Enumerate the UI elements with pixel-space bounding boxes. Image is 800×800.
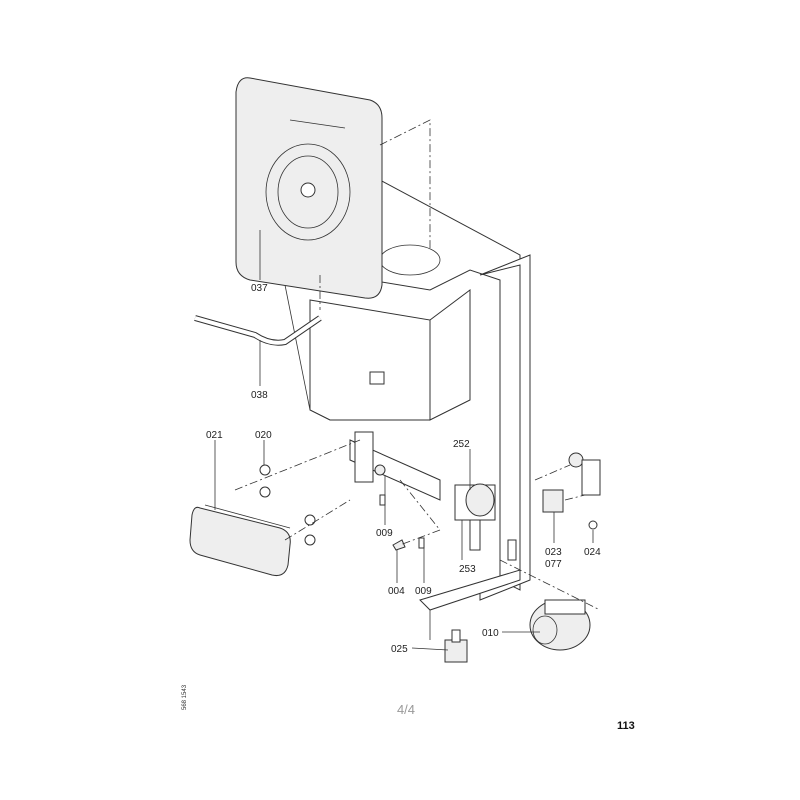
- label-024: 024: [584, 547, 601, 558]
- assembly-lines: [234, 119, 601, 611]
- boiler-frame: [278, 179, 531, 640]
- fan-010: [529, 599, 591, 651]
- pressure-switch-023: [542, 489, 564, 513]
- label-077: 077: [545, 559, 562, 570]
- label-021: 021: [206, 430, 223, 441]
- label-038: 038: [251, 390, 268, 401]
- drawing-number: 568 1543: [182, 684, 188, 710]
- gas-valve-assembly: [349, 431, 496, 551]
- siphon-021: [189, 504, 291, 576]
- label-009: 009: [376, 528, 393, 539]
- leader-lines: [214, 230, 594, 651]
- page-number: 113: [617, 720, 635, 732]
- label-020: 020: [255, 430, 272, 441]
- page-indicator: 4/4: [397, 702, 415, 717]
- valve-025: [444, 629, 468, 663]
- expansion-vessel-037: [235, 77, 383, 299]
- label-009: 009: [415, 586, 432, 597]
- sensor-024: [568, 452, 601, 530]
- label-252: 252: [453, 439, 470, 450]
- label-025: 025: [391, 644, 408, 655]
- label-004: 004: [388, 586, 405, 597]
- label-023: 023: [545, 547, 562, 558]
- part-004: [392, 539, 406, 551]
- label-010: 010: [482, 628, 499, 639]
- clip-009b: [418, 537, 425, 549]
- label-253: 253: [459, 564, 476, 575]
- clip-009a: [379, 494, 386, 506]
- seals-020: [259, 464, 316, 546]
- pipe-038: [194, 315, 322, 346]
- label-037: 037: [251, 283, 268, 294]
